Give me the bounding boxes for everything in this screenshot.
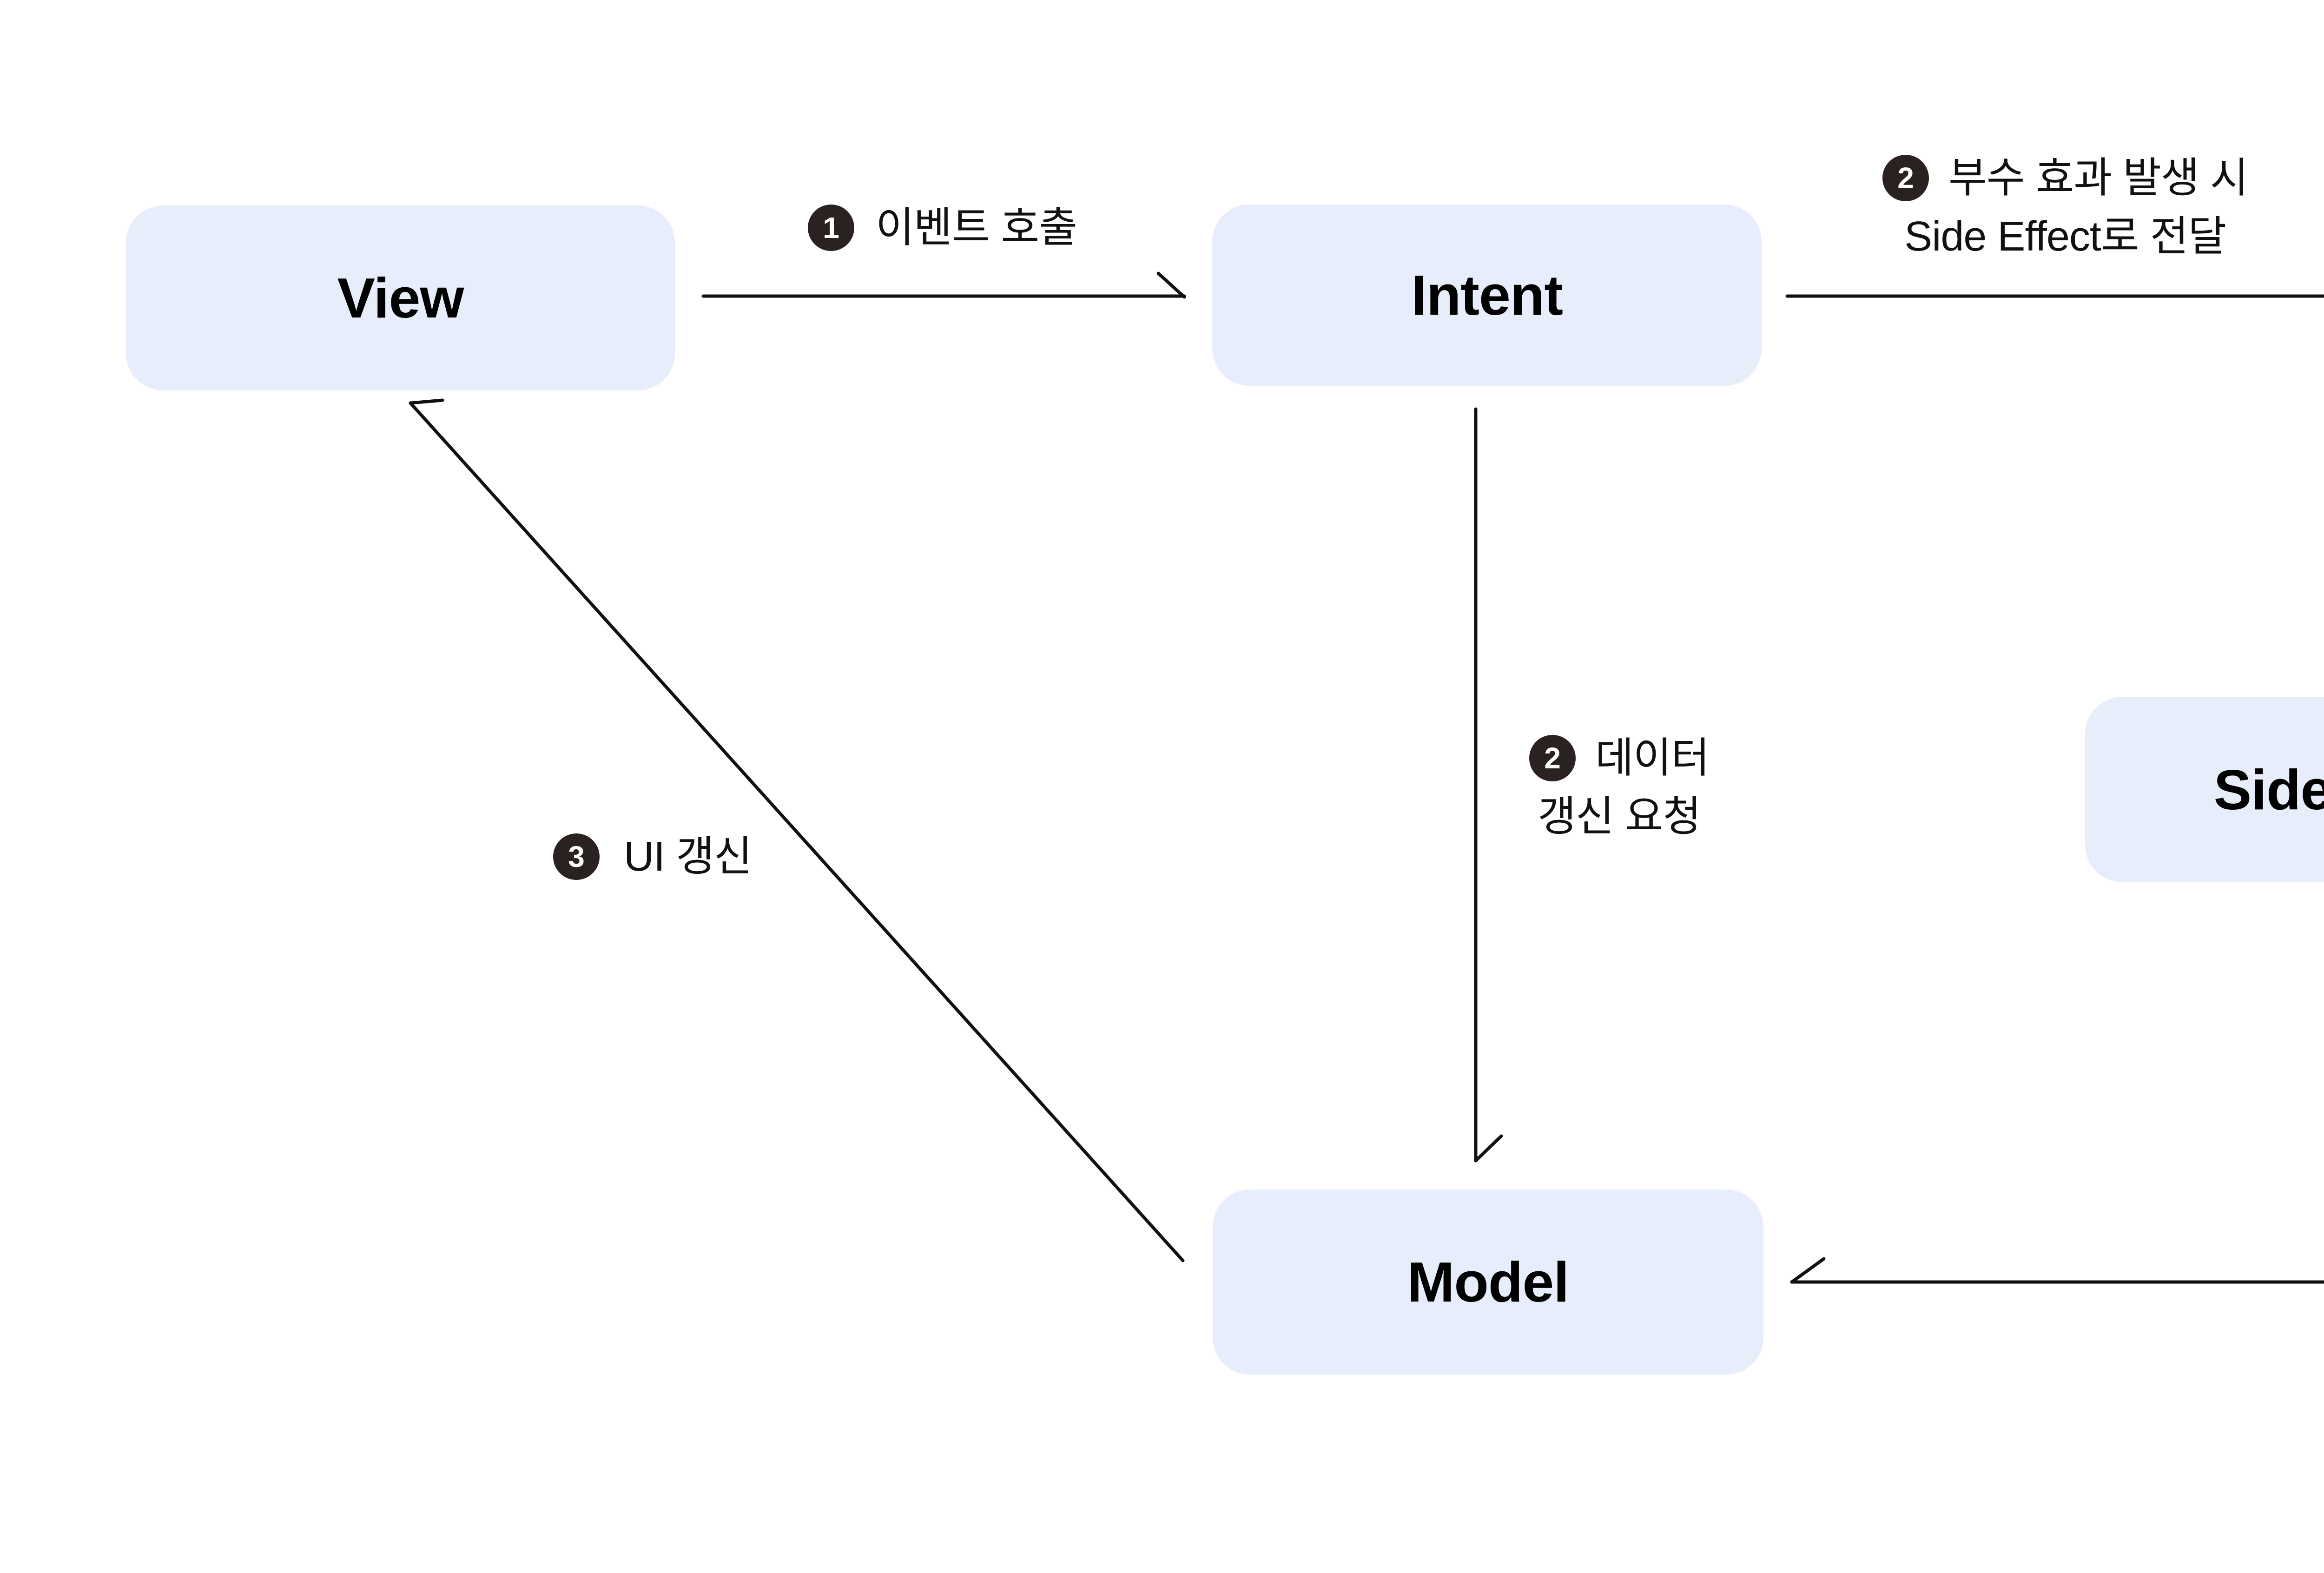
arrowhead-intent-to-model [1474, 1134, 1503, 1163]
arrow-side-effect-to-model [1790, 1280, 2324, 1284]
step-1-badge: 1 [808, 205, 854, 251]
node-intent: Intent [1212, 205, 1762, 386]
arrowhead-view-to-intent [1156, 271, 1186, 299]
step-2b-badge: 2 [1529, 735, 1576, 782]
step-3-badge: 3 [553, 833, 600, 880]
arrow-model-to-view [409, 401, 1185, 1262]
edge-label-data-refresh-line1: 데이터 [1595, 735, 1710, 781]
node-side-effect-label: Side Effect [2213, 758, 2324, 821]
step-2a-badge: 2 [1882, 155, 1929, 202]
edge-label-data-refresh-line2: 갱신 요청 [1538, 793, 1701, 840]
edge-label-side-effect-line1-row: 2 부수 효과 발생 시 [1882, 153, 2249, 203]
arrowhead-model-to-view [409, 398, 444, 405]
node-view: View [126, 205, 675, 390]
node-intent-label: Intent [1411, 264, 1563, 327]
edge-label-data-refresh: 2 데이터 갱신 요청 [1529, 734, 1710, 841]
arrowhead-side-effect-to-model [1790, 1257, 1826, 1284]
node-view-label: View [337, 266, 464, 330]
edge-label-side-effect-pass: 2 부수 효과 발생 시 Side Effect로 전달 [1882, 153, 2249, 261]
node-side-effect: Side Effect [2085, 697, 2324, 882]
edge-label-side-effect-line2: Side Effect로 전달 [1904, 213, 2226, 260]
node-model: Model [1213, 1190, 1763, 1375]
edge-label-side-effect-line1: 부수 효과 발생 시 [1948, 155, 2249, 201]
edge-label-event-call: 1 이벤트 호출 [808, 203, 1077, 252]
node-model-label: Model [1407, 1250, 1569, 1314]
edge-label-data-refresh-line1-row: 2 데이터 [1529, 734, 1710, 783]
edge-label-ui-refresh: 3 UI 갱신 [553, 832, 753, 881]
edge-label-event-call-text: 이벤트 호출 [876, 205, 1077, 251]
arrow-intent-to-side-effect [1785, 294, 2324, 298]
edge-label-ui-refresh-text: UI 갱신 [624, 833, 753, 880]
